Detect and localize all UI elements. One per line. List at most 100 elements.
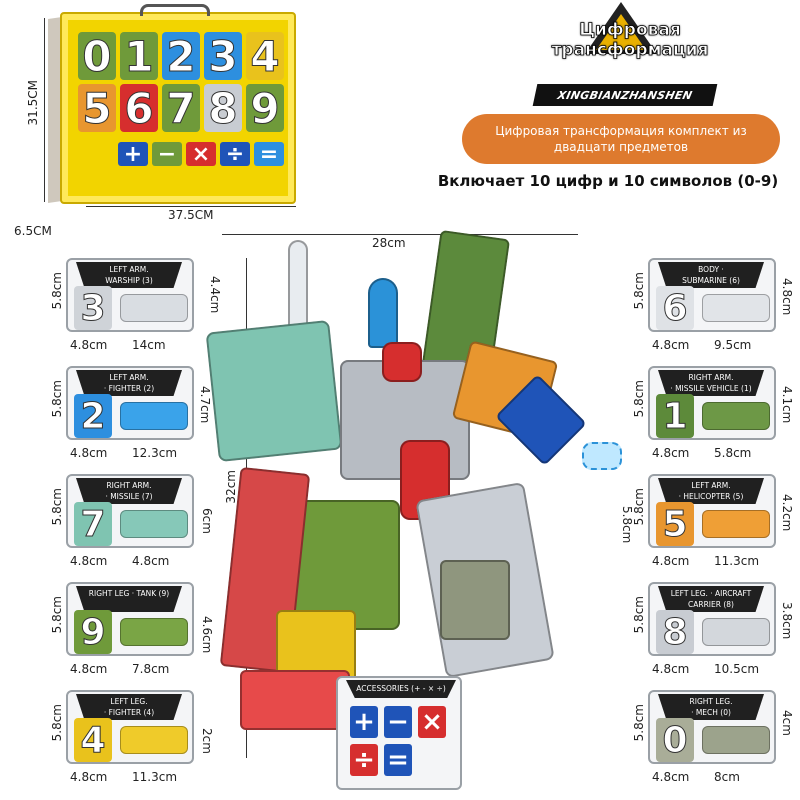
part-length-dim: 10.5cm	[714, 662, 760, 676]
part-panel-tag: RIGHT ARM. · MISSILE (7)	[76, 478, 182, 504]
part-panel-vehicle	[120, 294, 188, 322]
accessories-panel: ACCESSORIES (+ - × ÷) +−×÷=	[336, 676, 462, 790]
part-width-dim: 4.8cm	[70, 446, 108, 460]
part-length-dim: 4.8cm	[132, 554, 170, 568]
part-panel-9: RIGHT LEG · TANK (9)9	[66, 582, 194, 656]
part-panel-2: LEFT ARM. · FIGHTER (2)2	[66, 366, 194, 440]
part-width-dim: 4.8cm	[652, 770, 690, 784]
box-symbol: +	[118, 142, 148, 167]
part-width-dim: 4.8cm	[70, 662, 108, 676]
part-panel-digit: 0	[656, 718, 694, 762]
part-panel-4: LEFT LEG. · FIGHTER (4)4	[66, 690, 194, 764]
part-height-dim: 5.8cm	[50, 596, 64, 634]
robot-foot	[240, 670, 350, 730]
part-panel-vehicle	[120, 402, 188, 430]
box-handle	[140, 4, 210, 16]
accessories-symbols: +−×÷=	[350, 706, 454, 776]
part-panel-digit: 1	[656, 394, 694, 438]
part-panel-tag: RIGHT LEG. · MECH (0)	[658, 694, 764, 720]
accessories-tag: ACCESSORIES (+ - × ÷)	[346, 680, 456, 698]
part-width-dim: 4.8cm	[70, 770, 108, 784]
robot-head	[382, 342, 422, 382]
box-symbol: ÷	[220, 142, 250, 167]
part-panel-vehicle	[702, 510, 770, 538]
part-length-dim: 7.8cm	[132, 662, 170, 676]
part-panel-tag: RIGHT ARM. · MISSILE VEHICLE (1)	[658, 370, 764, 396]
part-height-dim: 5.8cm	[50, 272, 64, 310]
part-length-dim: 5.8cm	[714, 446, 752, 460]
robot-mech-part	[440, 560, 510, 640]
box-digit-4: 4	[246, 31, 284, 81]
box-digit-9: 9	[246, 83, 284, 133]
part-panel-3: LEFT ARM. WARSHIP (3)3	[66, 258, 194, 332]
part-panel-vehicle	[120, 726, 188, 754]
box-height-dim: 31.5CM	[26, 80, 40, 126]
box-digit-6: 6	[120, 83, 158, 133]
part-length-dim: 11.3cm	[714, 554, 760, 568]
part-panel-vehicle	[120, 618, 188, 646]
part-height-dim: 5.8cm	[632, 272, 646, 310]
part-extra-dim: 4.1cm	[780, 386, 794, 424]
part-panel-tag: LEFT ARM. WARSHIP (3)	[76, 262, 182, 288]
part-width-dim: 4.8cm	[652, 338, 690, 352]
robot-head-fin	[368, 278, 398, 348]
box-digit-0: 0	[78, 31, 116, 81]
part-length-dim: 8cm	[714, 770, 740, 784]
part-panel-6: BODY · SUBMARINE (6)6	[648, 258, 776, 332]
part-width-dim: 4.8cm	[652, 662, 690, 676]
robot-dim-e: 5.8cm	[620, 506, 634, 544]
part-extra-dim: 4cm	[780, 710, 794, 736]
part-panel-tag: LEFT LEG. · AIRCRAFT CARRIER (8)	[658, 586, 764, 612]
part-extra-dim: 4.8cm	[780, 278, 794, 316]
box-symbol: =	[254, 142, 284, 167]
part-height-dim: 5.8cm	[50, 704, 64, 742]
part-panel-digit: 9	[74, 610, 112, 654]
part-height-dim: 5.8cm	[632, 596, 646, 634]
box-digit-8: 8	[204, 83, 242, 133]
box-digit-7: 7	[162, 83, 200, 133]
part-panel-digit: 4	[74, 718, 112, 762]
part-panel-vehicle	[702, 294, 770, 322]
part-extra-dim: 4.2cm	[780, 494, 794, 532]
part-panel-8: LEFT LEG. · AIRCRAFT CARRIER (8)8	[648, 582, 776, 656]
part-length-dim: 12.3cm	[132, 446, 178, 460]
part-panel-tag: LEFT ARM. · HELICOPTER (5)	[658, 478, 764, 504]
part-width-dim: 4.8cm	[70, 338, 108, 352]
includes-text: Включает 10 цифр и 10 символов (0-9)	[437, 172, 779, 190]
logo-title: Цифровая трансформация	[551, 20, 709, 61]
part-panel-tag: LEFT ARM. · FIGHTER (2)	[76, 370, 182, 396]
robot-dim-d: 2cm	[200, 728, 214, 754]
part-panel-digit: 8	[656, 610, 694, 654]
part-panel-vehicle	[702, 618, 770, 646]
box-digit-2: 2	[162, 31, 200, 81]
part-panel-0: RIGHT LEG. · MECH (0)0	[648, 690, 776, 764]
accessory-symbol: =	[384, 744, 412, 776]
part-width-dim: 4.8cm	[652, 554, 690, 568]
part-height-dim: 5.8cm	[632, 704, 646, 742]
robot-dim-c: 4.6cm	[200, 616, 214, 654]
part-height-dim: 5.8cm	[632, 380, 646, 418]
box-symbol-row: +−×÷=	[118, 142, 284, 167]
accessory-symbol: ×	[418, 706, 446, 738]
part-panel-digit: 6	[656, 286, 694, 330]
box-width-line	[86, 206, 296, 207]
logo-mountain-inner-icon	[596, 14, 646, 50]
part-panel-digit: 7	[74, 502, 112, 546]
accessory-symbol: +	[350, 706, 378, 738]
part-panel-tag: RIGHT LEG · TANK (9)	[76, 586, 182, 612]
part-panel-5: LEFT ARM. · HELICOPTER (5)5	[648, 474, 776, 548]
part-width-dim: 4.8cm	[652, 446, 690, 460]
robot-left-arm-warship	[205, 319, 343, 463]
box-digit-1: 1	[120, 31, 158, 81]
box-digit-3: 3	[204, 31, 242, 81]
box-depth-dim: 6.5CM	[14, 224, 52, 238]
box-digit-5: 5	[78, 83, 116, 133]
robot-energy-effect	[582, 442, 622, 470]
part-length-dim: 9.5cm	[714, 338, 752, 352]
robot-dim-b: 6cm	[200, 508, 214, 534]
part-panel-7: RIGHT ARM. · MISSILE (7)7	[66, 474, 194, 548]
accessory-symbol: −	[384, 706, 412, 738]
promo-pill: Цифровая трансформация комплект из двадц…	[462, 114, 780, 164]
part-extra-dim: 4.7cm	[198, 386, 212, 424]
